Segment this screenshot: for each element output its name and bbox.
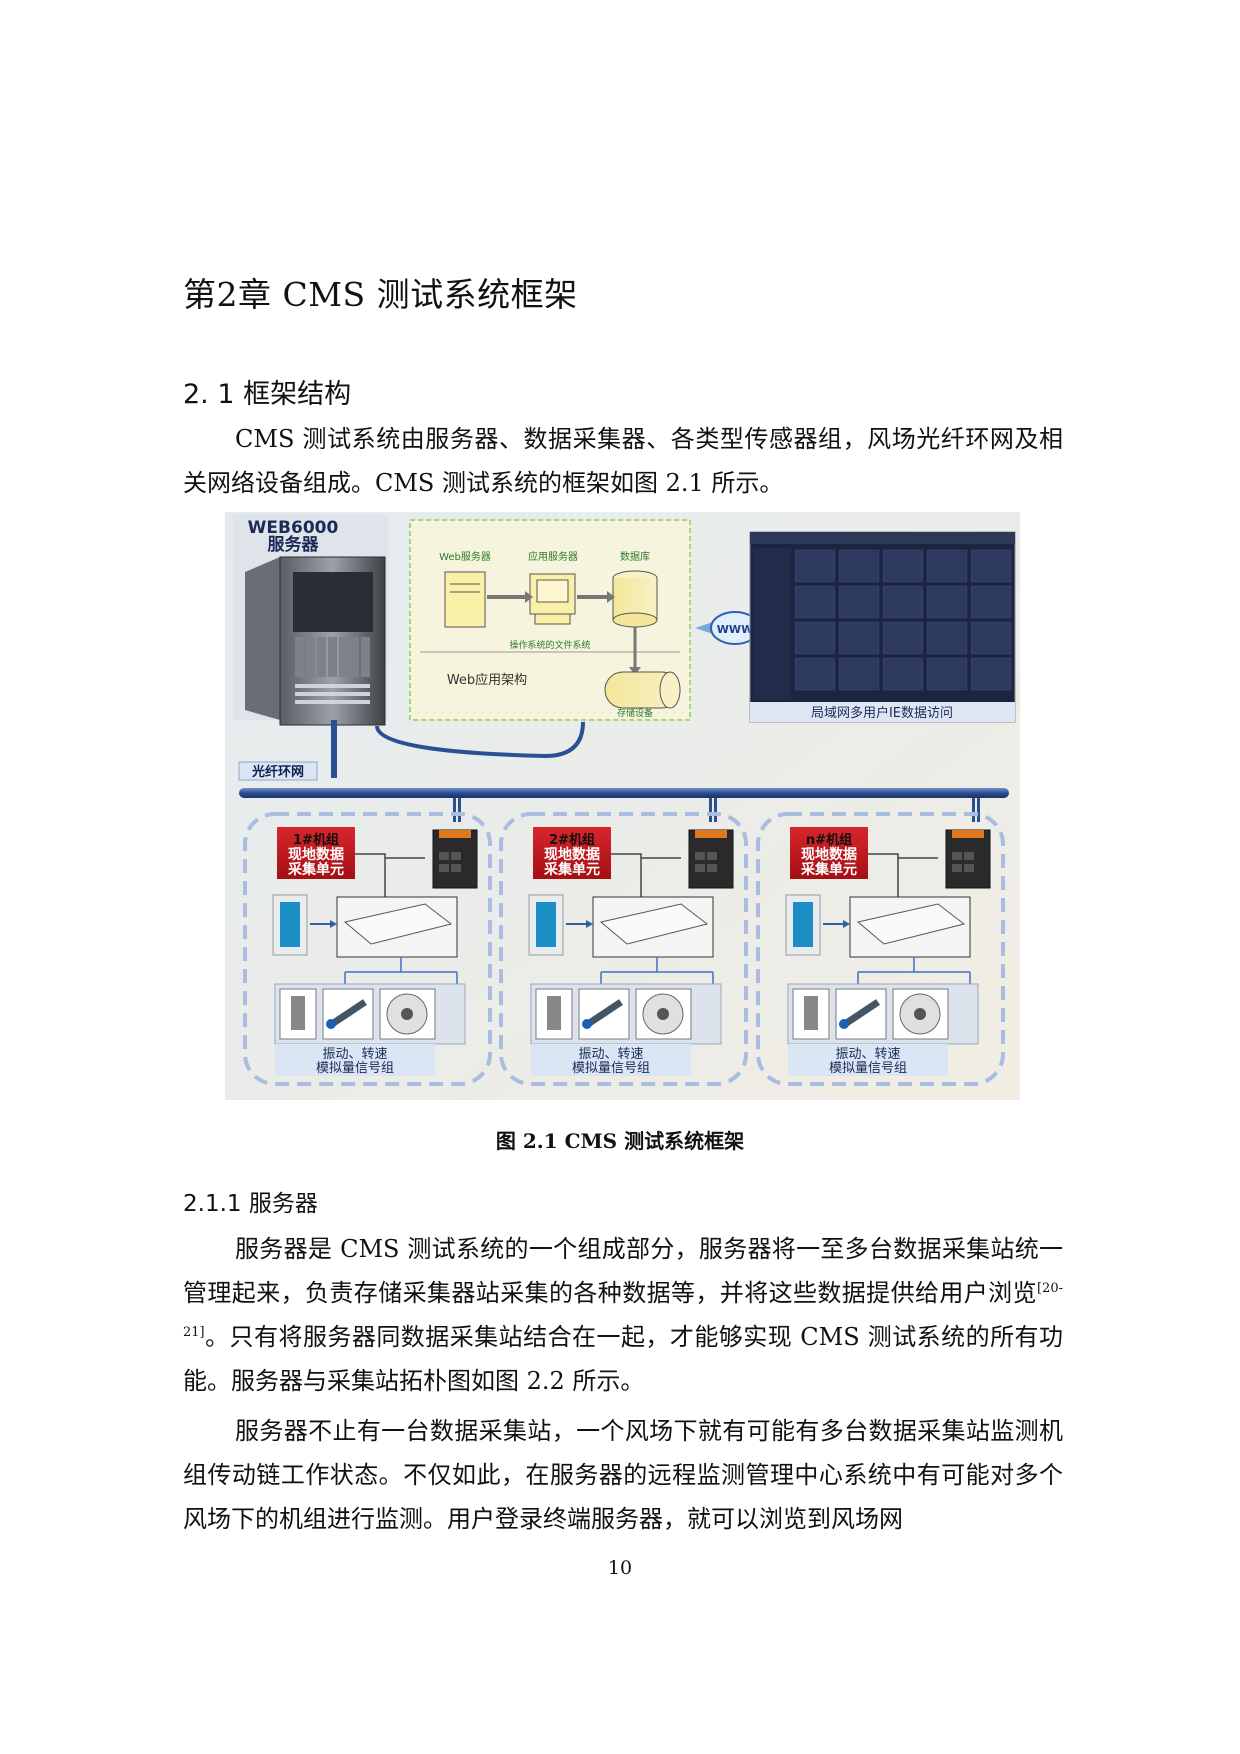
server-tower-icon (233, 514, 388, 726)
unit-2-sensor1: 振动、转速 (578, 1047, 643, 1062)
section-title: 2. 1 框架结构 (183, 379, 352, 410)
figure-cms-framework: WEB6000 服务器 Web服务器 应用服务器 数据库 操作系统的文件系统 W… (225, 512, 1020, 1100)
app-server-label: 应用服务器 (528, 550, 578, 563)
unit-n-line3: 采集单元 (800, 861, 857, 878)
unit-n-line2: 现地数据 (801, 846, 857, 863)
paragraph-2-part-b: 。只有将服务器同数据采集站结合在一起，才能够实现 CMS 测试系统的所有功能。服… (183, 1323, 1063, 1395)
figure-caption: 图 2.1 CMS 测试系统框架 (495, 1129, 745, 1153)
os-file-system-label: 操作系统的文件系统 (509, 639, 590, 651)
bus-drops (453, 798, 980, 822)
server-title-1: WEB6000 (248, 518, 339, 538)
unit-1-sensor2: 模拟量信号组 (316, 1061, 394, 1076)
unit-1-line3: 采集单元 (287, 861, 344, 878)
subsection-title: 2.1.1 服务器 (183, 1191, 318, 1217)
web-architecture-diagram (409, 519, 691, 721)
web-architecture-label: Web应用架构 (447, 672, 527, 688)
unit-2-line1: 2#机组 (549, 832, 595, 848)
unit-n-line1: n#机组 (806, 832, 852, 848)
database-label: 数据库 (620, 550, 650, 563)
unit-n-sensor2: 模拟量信号组 (829, 1061, 907, 1076)
unit-group-2 (499, 812, 748, 1086)
paragraph-2: 服务器是 CMS 测试系统的一个组成部分，服务器将一至多台数据采集站统一管理起来… (183, 1227, 1063, 1403)
fiber-ring-tag (238, 761, 318, 781)
monitor-screenshot (749, 531, 1016, 723)
unit-2-line2: 现地数据 (544, 846, 600, 863)
unit-1-sensor1: 振动、转速 (322, 1047, 387, 1062)
paragraph-3: 服务器不止有一台数据采集站，一个风场下就有可能有多台数据采集站监测机组传动链工作… (183, 1417, 1063, 1533)
unit-group-1 (243, 812, 492, 1086)
server-uplink (331, 720, 337, 778)
page-number: 10 (607, 1557, 633, 1579)
lan-access-label: 局域网多用户IE数据访问 (811, 705, 953, 721)
unit-group-n (756, 812, 1005, 1086)
citation-ref: [20-21] (183, 1281, 1063, 1340)
unit-2-line3: 采集单元 (543, 861, 600, 878)
web-server-label: Web服务器 (439, 550, 491, 563)
storage-label: 存储设备 (617, 707, 653, 719)
www-text: WWW (717, 623, 753, 636)
fiber-ring-bus (239, 788, 1009, 798)
chapter-title: 第2章 CMS 测试系统框架 (183, 275, 578, 314)
unit-1-line1: 1#机组 (293, 832, 339, 848)
paragraph-1: CMS 测试系统由服务器、数据采集器、各类型传感器组，风场光纤环网及相关网络设备… (183, 425, 1063, 497)
unit-1-line2: 现地数据 (288, 846, 344, 863)
server-title-2: 服务器 (268, 534, 320, 555)
fiber-ring-label: 光纤环网 (251, 764, 304, 780)
unit-2-sensor2: 模拟量信号组 (572, 1061, 650, 1076)
server-connection-line (375, 721, 585, 759)
unit-n-sensor1: 振动、转速 (835, 1047, 900, 1062)
paragraph-2-part-a: 服务器是 CMS 测试系统的一个组成部分，服务器将一至多台数据采集站统一管理起来… (183, 1235, 1063, 1307)
